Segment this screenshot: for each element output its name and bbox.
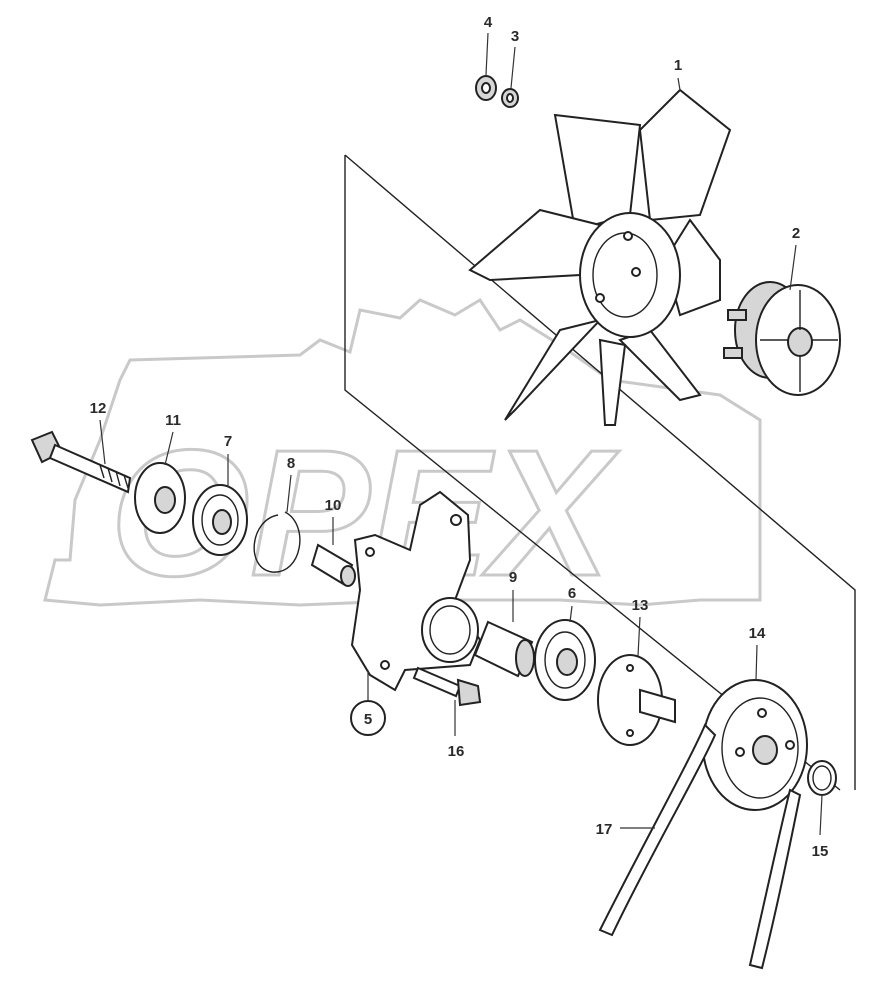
callout-16: 16: [448, 743, 465, 760]
callout-5: 5: [364, 711, 372, 728]
callout-2: 2: [792, 225, 800, 242]
callout-5-circle: [350, 700, 386, 736]
callout-11: 11: [165, 412, 181, 429]
assembly-outline: [344, 154, 856, 791]
bracket-5-part: [350, 490, 482, 692]
hub-part: [723, 281, 841, 396]
pulley-14-part: [702, 679, 808, 811]
sleeve-10-part: [310, 543, 356, 587]
belt-17-part: [598, 723, 802, 970]
callout-12: 12: [90, 400, 107, 417]
bolt-16-part: [412, 666, 482, 707]
callout-15: 15: [812, 843, 829, 860]
callout-3: 3: [511, 28, 519, 45]
bearing-7-part: [192, 484, 248, 556]
callout-10: 10: [325, 497, 342, 514]
callout-13: 13: [632, 597, 649, 614]
ring-15-part: [807, 760, 837, 796]
callout-14: 14: [749, 625, 766, 642]
circlip-8-part: [253, 511, 301, 573]
bolt-12-part: [30, 430, 132, 494]
callout-6: 6: [568, 585, 576, 602]
leader-lines: [99, 32, 823, 836]
flange-13-part: [597, 654, 676, 746]
callout-labels: 1 2 3 4 5 6 7 8 9 10 11 12 13 14 15 16 1…: [90, 14, 829, 860]
sleeve-9-part: [473, 620, 535, 678]
washer-nut-parts: [475, 75, 519, 108]
bearing-6-part: [534, 619, 596, 701]
callout-8: 8: [287, 455, 295, 472]
callout-17: 17: [596, 821, 613, 838]
callout-7: 7: [224, 433, 232, 450]
callout-1: 1: [674, 57, 682, 74]
spacer-11-part: [134, 462, 186, 534]
callout-9: 9: [509, 569, 517, 586]
fan-part: [468, 88, 732, 426]
callout-4: 4: [484, 14, 493, 31]
